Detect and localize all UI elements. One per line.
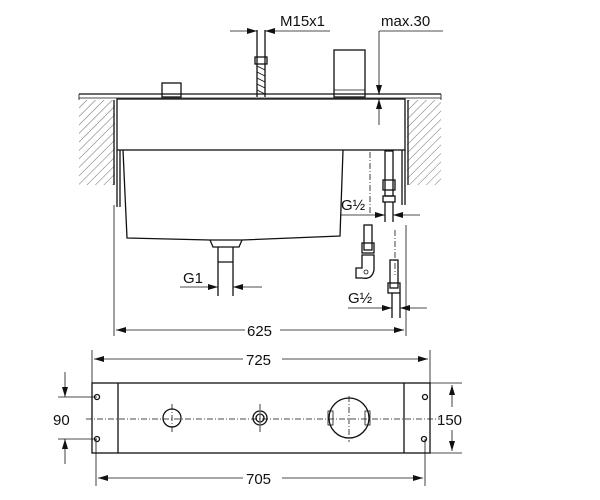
angle-valve — [355, 224, 375, 279]
overall-width-label: 725 — [246, 352, 271, 369]
inlet-thread-label-lower: G½ — [348, 290, 373, 307]
thread-size-label: M15x1 — [280, 13, 325, 30]
mounting-frame — [116, 98, 406, 207]
top-view: 725 90 — [53, 350, 462, 488]
supply-hose-upper — [382, 150, 396, 222]
mounting-holes — [93, 393, 429, 443]
drain-hole — [162, 404, 182, 432]
drain-outlet — [209, 239, 243, 296]
frame-width-label: 625 — [247, 323, 272, 340]
supply-hose-lower — [387, 259, 401, 318]
hole-spacing-width-label: 705 — [246, 471, 271, 488]
mounting-plate — [91, 382, 431, 454]
drain-thread-label: G1 — [183, 270, 203, 287]
overall-height-label: 150 — [437, 412, 462, 429]
threaded-rod — [254, 30, 268, 97]
right-wall-hatch — [407, 100, 441, 185]
valve-block — [161, 82, 182, 98]
side-view: M15x1 max.30 G1 G½ — [78, 13, 443, 340]
supply-opening — [327, 396, 371, 442]
left-wall-hatch — [79, 100, 115, 185]
control-box — [333, 49, 366, 98]
rod-hole — [252, 404, 268, 432]
inlet-thread-label-upper: G½ — [341, 197, 366, 214]
hole-spacing-height-label: 90 — [53, 412, 70, 429]
max-thickness-label: max.30 — [381, 13, 430, 30]
basin — [122, 149, 344, 241]
